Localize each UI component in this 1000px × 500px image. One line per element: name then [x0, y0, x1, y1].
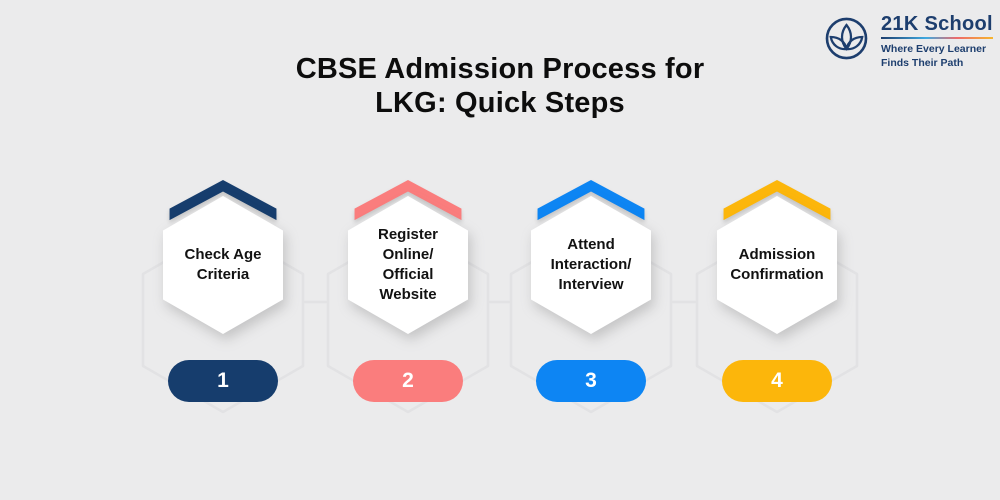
logo-name: 21K School	[881, 13, 993, 35]
step-4-hexagon: Admission Confirmation	[717, 196, 837, 334]
step-2: Register Online/ Official Website 2	[348, 0, 468, 500]
step-2-chevron-icon	[354, 180, 462, 221]
step-1: Check Age Criteria 1	[163, 0, 283, 500]
page-title-line1: CBSE Admission Process for	[295, 53, 705, 85]
step-1-chevron-icon	[169, 180, 277, 221]
logo-tagline-line1: Where Every Learner	[881, 43, 987, 55]
step-1-hexagon: Check Age Criteria	[163, 196, 283, 334]
step-3: Attend Interaction/ Interview 3	[531, 0, 651, 500]
background-hexagon-outline	[326, 226, 490, 414]
logo-gradient-underline	[881, 37, 993, 39]
step-1-label: Check Age Criteria	[184, 246, 262, 283]
step-3-label: Attend Interaction/ Interview	[550, 236, 632, 293]
step-2-number: 2	[402, 369, 414, 392]
step-3-number: 3	[585, 369, 597, 392]
step-1-number: 1	[217, 369, 229, 392]
background-hexagon-outline	[141, 226, 305, 414]
step-1-number-badge: 1	[168, 360, 278, 402]
logo-tagline: Where Every Learner Finds Their Path	[881, 43, 993, 70]
step-3-chevron-icon	[537, 180, 645, 221]
step-2-hexagon: Register Online/ Official Website	[348, 196, 468, 334]
step-4-label: Admission Confirmation	[730, 246, 824, 283]
lotus-in-circle-icon	[825, 17, 868, 60]
step-4-chevron-icon	[723, 180, 831, 221]
step-4: Admission Confirmation 4	[717, 0, 837, 500]
step-4-number-badge: 4	[722, 360, 832, 402]
step-3-hexagon: Attend Interaction/ Interview	[531, 196, 651, 334]
background-hexagon-outline	[509, 226, 673, 414]
page-title-line2: LKG: Quick Steps	[375, 87, 625, 120]
step-2-label: Register Online/ Official Website	[377, 226, 439, 303]
step-3-number-badge: 3	[536, 360, 646, 402]
logo-tagline-line2: Finds Their Path	[881, 56, 964, 69]
background-hexagon-outline	[695, 226, 859, 414]
step-2-number-badge: 2	[353, 360, 463, 402]
logo-text: 21K School Where Every Learner Finds The…	[881, 13, 993, 70]
page-title: CBSE Admission Process for LKG: Quick St…	[0, 52, 1000, 120]
step-4-number: 4	[771, 369, 783, 392]
logo: 21K School Where Every Learner Finds The…	[824, 13, 993, 70]
